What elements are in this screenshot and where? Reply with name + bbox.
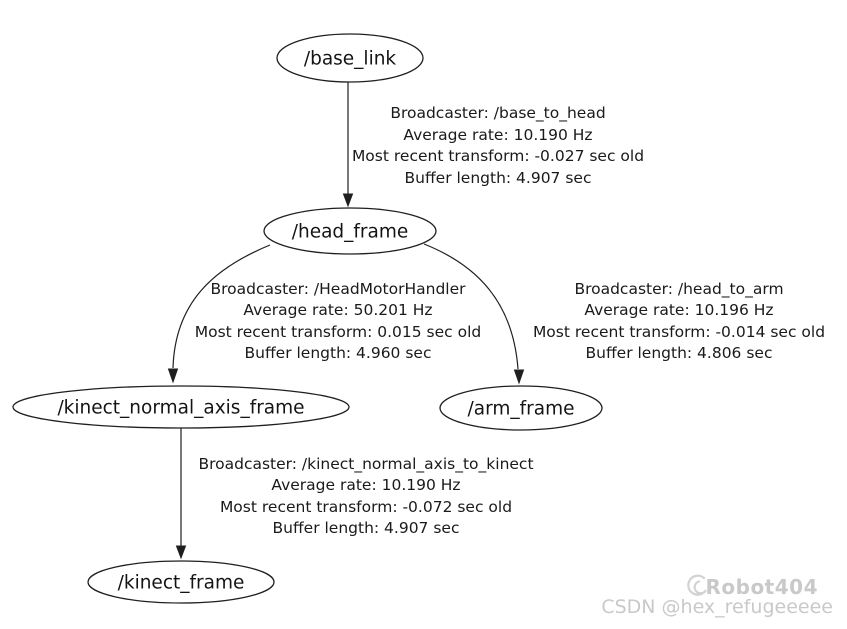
edge-broadcaster-text: Broadcaster: /kinect_normal_axis_to_kine… bbox=[198, 455, 533, 474]
edge-rate-text: Average rate: 50.201 Hz bbox=[243, 301, 432, 319]
node-ellipse bbox=[263, 207, 437, 255]
node-kinect-frame: /kinect_frame bbox=[87, 560, 275, 604]
edge-transform-text: Most recent transform: -0.027 sec old bbox=[352, 147, 644, 165]
edge-head-to-kinect-normal-axis bbox=[167, 244, 271, 384]
edge-buffer-text: Buffer length: 4.960 sec bbox=[245, 344, 432, 362]
edge-buffer-text: Buffer length: 4.907 sec bbox=[405, 169, 592, 187]
node-kinect-normal-axis-frame: /kinect_normal_axis_frame bbox=[12, 385, 350, 429]
arrowhead-icon bbox=[175, 545, 187, 560]
arrowhead-icon bbox=[167, 368, 179, 384]
node-label: /base_link bbox=[304, 49, 397, 70]
edge-rate-text: Average rate: 10.196 Hz bbox=[584, 301, 773, 319]
edge-buffer-text: Buffer length: 4.907 sec bbox=[273, 519, 460, 537]
edge-head-to-arm bbox=[423, 243, 525, 385]
edge-buffer-text: Buffer length: 4.806 sec bbox=[586, 344, 773, 362]
edge-broadcaster-text: Broadcaster: /base_to_head bbox=[390, 104, 605, 123]
node-label: /arm_frame bbox=[468, 399, 575, 420]
node-ellipse bbox=[276, 33, 424, 83]
edge-broadcaster-text: Broadcaster: /HeadMotorHandler bbox=[210, 280, 466, 298]
node-label: /kinect_frame bbox=[118, 573, 245, 594]
arrowhead-icon bbox=[342, 193, 354, 208]
node-ellipse bbox=[12, 385, 350, 429]
edge-transform-text: Most recent transform: 0.015 sec old bbox=[195, 323, 482, 341]
edge-broadcaster-text: Broadcaster: /head_to_arm bbox=[574, 280, 783, 299]
node-base-link: /base_link bbox=[276, 33, 424, 83]
edge-transform-text: Most recent transform: -0.072 sec old bbox=[220, 498, 512, 516]
edge-kinect-normal-axis-to-kinect bbox=[175, 428, 187, 560]
edge-base-to-head bbox=[342, 82, 354, 208]
node-label: /kinect_normal_axis_frame bbox=[57, 398, 304, 419]
arrowhead-icon bbox=[513, 369, 525, 385]
swirl-logo-icon bbox=[687, 574, 707, 596]
node-head-frame: /head_frame bbox=[263, 207, 437, 255]
watermark-brand: Robot404 bbox=[705, 575, 818, 599]
edge-label-head-motor-handler: Broadcaster: /HeadMotorHandler Average r… bbox=[195, 280, 482, 362]
node-ellipse bbox=[439, 385, 603, 431]
edge-label-kinect-normal-axis-to-kinect: Broadcaster: /kinect_normal_axis_to_kine… bbox=[198, 455, 533, 537]
edge-label-head-to-arm: Broadcaster: /head_to_arm Average rate: … bbox=[533, 280, 825, 362]
edge-rate-text: Average rate: 10.190 Hz bbox=[271, 476, 460, 494]
node-label: /head_frame bbox=[292, 222, 409, 243]
watermark-credit: CSDN @hex_refugeeeee bbox=[601, 596, 833, 618]
watermark: Robot404 CSDN @hex_refugeeeee bbox=[601, 574, 833, 618]
node-arm-frame: /arm_frame bbox=[439, 385, 603, 431]
edge-label-base-to-head: Broadcaster: /base_to_head Average rate:… bbox=[352, 104, 644, 187]
edge-transform-text: Most recent transform: -0.014 sec old bbox=[533, 323, 825, 341]
edge-line bbox=[423, 243, 519, 370]
edge-rate-text: Average rate: 10.190 Hz bbox=[403, 126, 592, 144]
node-ellipse bbox=[87, 560, 275, 604]
edge-line bbox=[172, 244, 271, 369]
